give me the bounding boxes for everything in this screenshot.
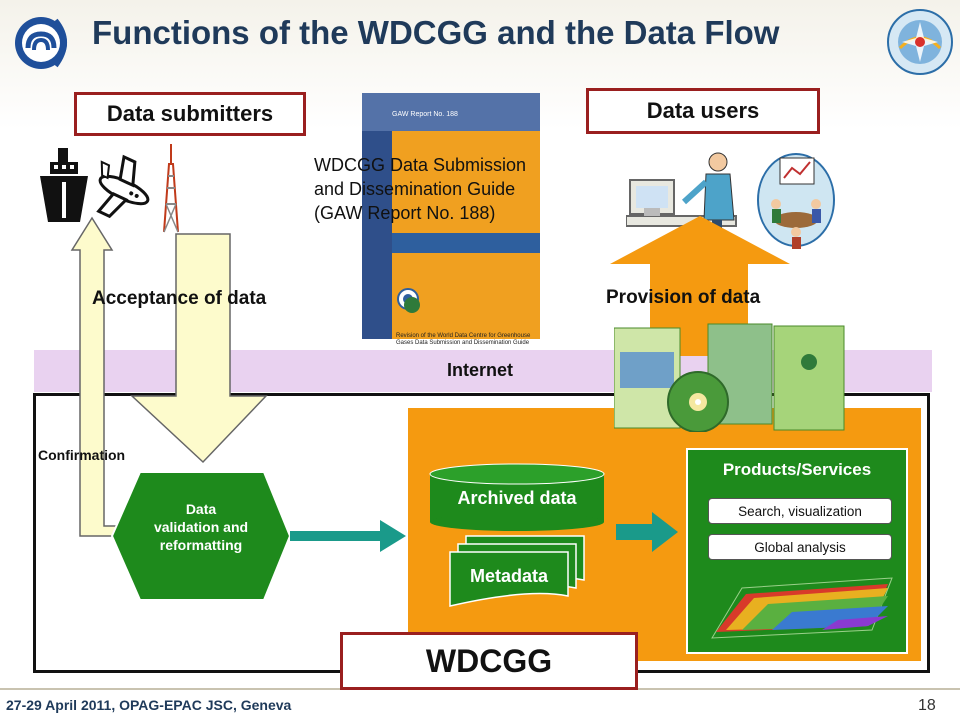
cover-topbar: GAW Report No. 188 bbox=[362, 93, 540, 131]
publications-cd-icon bbox=[614, 323, 845, 432]
cover-subtitle-line2: Gases Data Submission and Dissemination … bbox=[396, 340, 530, 346]
global-analysis-pill[interactable]: Global analysis bbox=[708, 534, 892, 560]
meeting-icon bbox=[757, 153, 835, 249]
cover-band bbox=[392, 233, 540, 253]
validation-label-line2: validation and bbox=[153, 519, 249, 535]
global-analysis-label: Global analysis bbox=[754, 539, 846, 555]
search-visualization-pill[interactable]: Search, visualization bbox=[708, 498, 892, 524]
internet-label: Internet bbox=[446, 360, 513, 380]
transport-icons bbox=[40, 144, 179, 233]
emblem-icon bbox=[887, 9, 953, 75]
data-users-label: Data users bbox=[646, 98, 760, 123]
wmo-logo-icon bbox=[15, 17, 67, 69]
data-submitters-label: Data submitters bbox=[106, 101, 274, 126]
3d-surface-plot-icon bbox=[711, 577, 893, 639]
cover-subtitle: Revision of the World Data Centre for Gr… bbox=[396, 333, 536, 347]
cover-series: GAW Report No. 188 bbox=[392, 111, 458, 118]
archived-data-label: Archived data bbox=[457, 488, 577, 508]
tower-icon bbox=[163, 144, 179, 233]
validation-label: Data validation and reformatting bbox=[112, 500, 290, 554]
products-services-panel: Products/Services Search, visualization … bbox=[686, 448, 908, 654]
users-clipart bbox=[626, 152, 835, 250]
products-label: Products/Services bbox=[722, 460, 872, 479]
guide-line-3: (GAW Report No. 188) bbox=[314, 203, 496, 223]
cover-subtitle-line1: Revision of the World Data Centre for Gr… bbox=[396, 333, 531, 339]
search-visualization-label: Search, visualization bbox=[738, 503, 862, 519]
cover-strip bbox=[362, 93, 392, 339]
data-users-box: Data users bbox=[586, 88, 820, 134]
guide-caption: WDCGG Data Submission and Dissemination … bbox=[314, 153, 614, 225]
page-number: 18 bbox=[918, 697, 936, 714]
guide-line-1: WDCGG Data Submission bbox=[314, 155, 527, 175]
confirmation-label: Confirmation bbox=[38, 447, 126, 463]
wdcgg-label: WDCGG bbox=[425, 642, 553, 679]
acceptance-label: Acceptance of data bbox=[92, 288, 267, 309]
wdcgg-box: WDCGG bbox=[340, 632, 638, 690]
airplane-icon bbox=[96, 154, 150, 219]
computer-user-icon bbox=[626, 152, 737, 250]
metadata-label: Metadata bbox=[469, 566, 549, 586]
footer-event: 27-29 April 2011, OPAG-EPAC JSC, Geneva bbox=[6, 697, 292, 713]
data-submitters-box: Data submitters bbox=[74, 92, 306, 136]
validation-label-line3: reformatting bbox=[159, 537, 243, 553]
gaw-small-logo-icon bbox=[404, 297, 420, 313]
provision-label: Provision of data bbox=[606, 287, 761, 308]
validation-label-line1: Data bbox=[185, 501, 217, 517]
page-title: Functions of the WDCGG and the Data Flow bbox=[92, 14, 780, 51]
guide-line-2: and Dissemination Guide bbox=[314, 179, 516, 199]
gaw-report-cover[interactable]: GAW Report No. 188 Revision of the World… bbox=[362, 93, 540, 346]
ship-icon bbox=[40, 148, 88, 222]
